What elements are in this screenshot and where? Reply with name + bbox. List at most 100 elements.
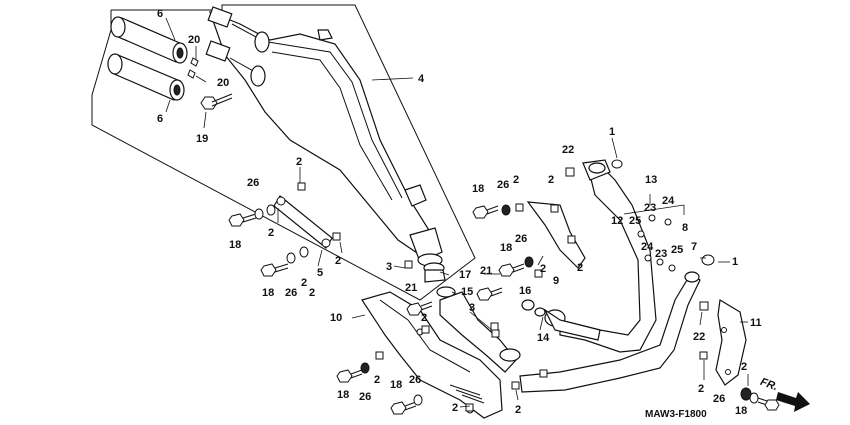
- gasket-1-upper: [611, 159, 623, 169]
- bolt-18-lower-left: [260, 246, 309, 277]
- stud-23-lower: [656, 258, 664, 266]
- clip-20-upper: [190, 57, 199, 67]
- callout-26-d: 26: [409, 374, 421, 386]
- callout-23-b: 23: [655, 248, 667, 260]
- bolt-19: [200, 93, 233, 110]
- callout-26-a: 26: [247, 177, 259, 189]
- callout-24-b: 24: [641, 241, 654, 253]
- callout-22-b: 22: [693, 331, 705, 343]
- nut-22-upper: [565, 167, 575, 177]
- callout-2-f: 2: [421, 312, 427, 324]
- nut-2-pipe-c: [550, 204, 559, 213]
- callout-21-a: 21: [405, 282, 417, 294]
- callout-18-e: 18: [472, 183, 484, 195]
- callout-18-b: 18: [262, 287, 274, 299]
- callout-20-upper: 20: [188, 34, 200, 46]
- muffler-body: [205, 6, 443, 267]
- callout-26-f: 26: [515, 233, 527, 245]
- callout-16: 16: [519, 285, 531, 297]
- header-pipe-front: [519, 271, 701, 393]
- nut-2-pipe-b: [567, 235, 576, 244]
- callout-labels: 6 6 20 20 19 4 26 2 2 18 2 5 2 18 26 2 3…: [157, 8, 762, 417]
- heat-shield-11: [715, 299, 747, 386]
- bolt-18-heatshield-b: [390, 394, 423, 415]
- collar-14: [534, 307, 546, 317]
- gasket-1-lower: [701, 254, 715, 266]
- bolt-18-heatshield-a: [336, 362, 370, 383]
- callout-20-lower: 20: [217, 77, 229, 89]
- nut-2-heatshield-a: [375, 351, 384, 360]
- nut-2-heatshield-b: [511, 381, 520, 390]
- callout-3-a: 3: [386, 261, 392, 273]
- stud-25-upper: [637, 230, 645, 238]
- stud-23-upper: [648, 214, 656, 222]
- damper-16: [521, 299, 535, 311]
- callout-17: 17: [459, 269, 471, 281]
- callout-2-h: 2: [452, 402, 458, 414]
- callout-22-a: 22: [562, 144, 574, 156]
- callout-6-upper: 6: [157, 8, 163, 20]
- callout-2-o: 2: [741, 361, 747, 373]
- nut-2-right: [332, 232, 341, 241]
- callout-24-a: 24: [662, 195, 675, 207]
- nut-2-shield11-a: [699, 351, 708, 360]
- callout-13: 13: [645, 174, 657, 186]
- stud-25-lower: [668, 264, 676, 272]
- header-pipe-rear: [559, 159, 657, 353]
- callout-23-a: 23: [644, 202, 656, 214]
- collar-17: [423, 262, 446, 283]
- nut-2-heatshield-c: [465, 403, 474, 412]
- callout-2-b: 2: [268, 227, 274, 239]
- callout-2-d: 2: [335, 255, 341, 267]
- callout-2-m: 2: [577, 262, 583, 274]
- mid-pipe: [439, 291, 521, 373]
- bolt-18-pipe-b: [498, 256, 534, 277]
- leader-lines: [165, 17, 749, 408]
- diagram-code: MAW3-F1800: [645, 409, 707, 420]
- callout-2-a: 2: [296, 156, 302, 168]
- nut-2-pipe-e: [534, 269, 543, 278]
- callout-2-i: 2: [515, 404, 521, 416]
- bolt-21-lower: [406, 301, 433, 316]
- callout-2-l: 2: [548, 174, 554, 186]
- muffler-group-outline: [91, 4, 476, 301]
- callout-25-a: 25: [629, 215, 641, 227]
- callout-2-n: 2: [698, 383, 704, 395]
- bolt-21-mid: [476, 287, 503, 301]
- callout-18-d: 18: [390, 379, 402, 391]
- callout-1-a: 1: [609, 126, 615, 138]
- callout-25-b: 25: [671, 244, 683, 256]
- callout-26-e: 26: [497, 179, 509, 191]
- tail-pipe-lower: [107, 53, 185, 101]
- callout-1-b: 1: [732, 256, 738, 268]
- bolt-18-upper-left: [228, 204, 276, 227]
- nut-2-mid: [421, 325, 430, 334]
- nut-3-lower: [490, 322, 499, 331]
- callout-12: 12: [611, 215, 623, 227]
- callout-2-k: 2: [540, 263, 546, 275]
- callout-2-j: 2: [513, 174, 519, 186]
- callout-26-g: 26: [713, 393, 725, 405]
- stud-24-lower: [644, 254, 652, 262]
- callout-3-b: 3: [469, 302, 475, 314]
- stud-24-upper: [664, 218, 672, 226]
- nut-3-upper: [404, 260, 413, 269]
- bolt-18-pipe-a: [472, 204, 511, 219]
- callout-2-c: 2: [301, 277, 307, 289]
- front-label: FR.: [759, 376, 780, 393]
- callout-18-f: 18: [500, 242, 512, 254]
- callout-7: 7: [691, 241, 697, 253]
- callout-8: 8: [682, 222, 688, 234]
- callout-5: 5: [317, 267, 323, 279]
- bracket-5: [273, 195, 333, 249]
- callout-2-e: 2: [309, 287, 315, 299]
- callout-21-b: 21: [480, 265, 492, 277]
- nut-22-lower: [699, 301, 709, 311]
- callout-18-c: 18: [337, 389, 349, 401]
- callout-9: 9: [553, 275, 559, 287]
- callout-10: 10: [330, 312, 342, 324]
- nut-2-pipe-d: [515, 203, 524, 212]
- callout-2-g: 2: [374, 374, 380, 386]
